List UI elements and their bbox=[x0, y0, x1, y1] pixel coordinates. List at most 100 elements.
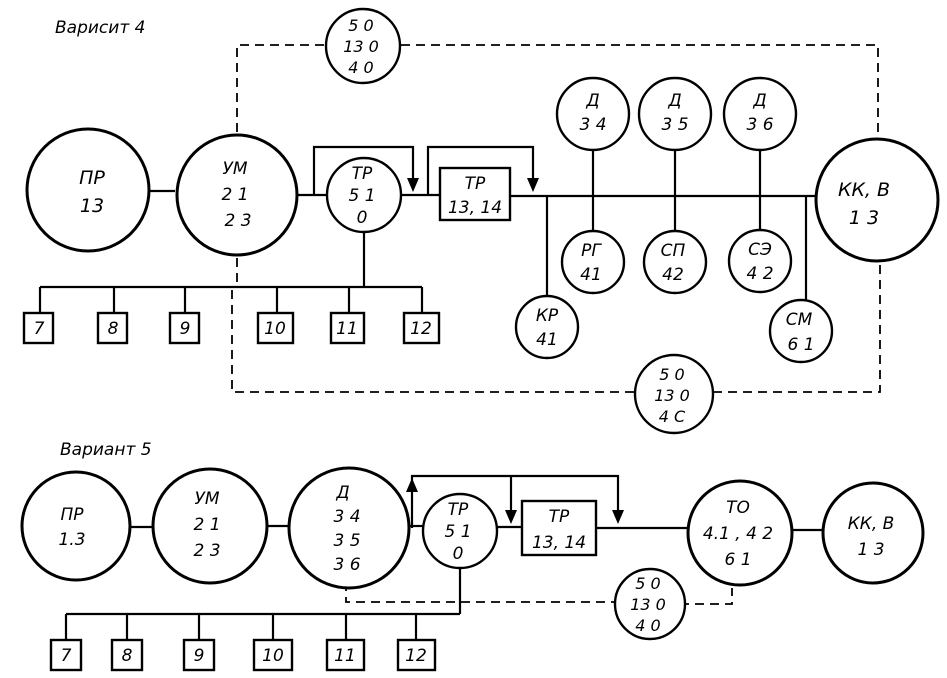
variant4-title: Варисит 4 bbox=[55, 18, 145, 38]
svg-text:41: 41 bbox=[536, 330, 558, 350]
svg-text:СП: СП bbox=[661, 241, 686, 261]
v5-box-stems bbox=[64, 614, 418, 640]
svg-text:3 4: 3 4 bbox=[333, 507, 360, 527]
v4-node-kk: КК, В 1 3 bbox=[814, 137, 940, 263]
v4-box-8: 8 bbox=[96, 311, 129, 345]
svg-text:2 3: 2 3 bbox=[224, 211, 251, 231]
svg-text:3 6: 3 6 bbox=[333, 555, 360, 575]
v4-node-rg: РГ 41 bbox=[560, 229, 626, 295]
svg-text:10: 10 bbox=[264, 319, 286, 339]
v5-node-tr1: ТР 5 1 0 bbox=[421, 492, 499, 570]
v4-box-9: 9 bbox=[168, 311, 201, 345]
v5-node-kk: КК, В 1 3 bbox=[821, 481, 925, 585]
v4-node-d2: Д 3 5 bbox=[637, 76, 713, 152]
svg-text:ПР: ПР bbox=[60, 505, 84, 525]
svg-text:Д: Д bbox=[585, 91, 599, 111]
v4-loop2 bbox=[426, 145, 535, 195]
v4-box-tr2: ТР 13, 14 bbox=[438, 166, 512, 222]
svg-text:41: 41 bbox=[580, 265, 602, 285]
v5-node-d: Д 3 4 3 5 3 6 bbox=[287, 466, 411, 590]
svg-text:12: 12 bbox=[410, 319, 432, 339]
svg-text:13 0: 13 0 bbox=[343, 37, 379, 56]
v4-bottom-note: 5 0 13 0 4 С bbox=[633, 353, 715, 435]
svg-text:4 0: 4 0 bbox=[635, 616, 660, 635]
svg-text:0: 0 bbox=[453, 544, 464, 564]
v4-loop1 bbox=[312, 145, 415, 195]
v4-node-d1: Д 3 4 bbox=[555, 76, 631, 152]
svg-text:УМ: УМ bbox=[194, 489, 219, 509]
v5-node-to: ТО 4.1 , 4 2 6 1 bbox=[686, 479, 794, 587]
svg-text:1 3: 1 3 bbox=[857, 540, 884, 560]
variant5-title: Вариант 5 bbox=[60, 440, 152, 460]
svg-text:СЭ: СЭ bbox=[748, 240, 772, 260]
v5-box-tr2: ТР 13, 14 bbox=[520, 499, 598, 557]
v5-dash-right bbox=[680, 588, 733, 605]
svg-text:9: 9 bbox=[194, 646, 205, 666]
v5-node-pr: ПР 1.3 bbox=[20, 470, 132, 582]
svg-text:13 0: 13 0 bbox=[654, 386, 690, 405]
svg-text:4 0: 4 0 bbox=[348, 58, 373, 77]
svg-text:4 2: 4 2 bbox=[746, 264, 773, 284]
svg-text:5 1: 5 1 bbox=[348, 186, 375, 206]
svg-text:СМ: СМ bbox=[786, 310, 813, 330]
svg-text:Д: Д bbox=[335, 483, 349, 503]
svg-text:7: 7 bbox=[61, 646, 72, 666]
svg-text:1 3: 1 3 bbox=[849, 207, 879, 229]
svg-text:ТР: ТР bbox=[549, 507, 570, 527]
v4-node-pr: ПР 13 bbox=[25, 127, 151, 253]
v5-box-11: 11 bbox=[325, 638, 366, 672]
svg-text:ТО: ТО bbox=[726, 498, 750, 518]
v4-node-d3: Д 3 6 bbox=[722, 76, 798, 152]
svg-text:1.3: 1.3 bbox=[58, 530, 85, 550]
svg-text:6 1: 6 1 bbox=[724, 550, 751, 570]
svg-text:2 1: 2 1 bbox=[193, 515, 220, 535]
v4-bottom-dash-right bbox=[713, 263, 881, 393]
svg-text:РГ: РГ bbox=[581, 241, 602, 261]
svg-text:11: 11 bbox=[334, 646, 356, 666]
svg-text:7: 7 bbox=[34, 319, 45, 339]
v4-node-sm: СМ 6 1 bbox=[768, 298, 834, 364]
svg-text:3 5: 3 5 bbox=[661, 115, 688, 135]
svg-text:2 3: 2 3 bbox=[193, 541, 220, 561]
v4-box-stems bbox=[38, 287, 424, 313]
svg-text:4.1 , 4 2: 4.1 , 4 2 bbox=[703, 524, 773, 544]
svg-text:3 6: 3 6 bbox=[746, 115, 773, 135]
svg-text:13: 13 bbox=[80, 195, 104, 217]
svg-text:42: 42 bbox=[662, 265, 684, 285]
v4-top-dash-right bbox=[401, 44, 879, 140]
v5-node-um: УМ 2 1 2 3 bbox=[151, 467, 269, 585]
v5-dash-left bbox=[345, 582, 615, 603]
v4-node-kr: КР 41 bbox=[514, 294, 580, 360]
v4-top-note: 5 0 13 0 4 0 bbox=[324, 7, 402, 85]
svg-text:3 5: 3 5 bbox=[333, 531, 360, 551]
svg-text:ТР: ТР bbox=[448, 500, 469, 520]
svg-text:13, 14: 13, 14 bbox=[532, 533, 586, 553]
svg-text:9: 9 bbox=[180, 319, 191, 339]
svg-text:5 1: 5 1 bbox=[444, 522, 471, 542]
svg-text:10: 10 bbox=[262, 646, 284, 666]
v4-node-tr1: ТР 5 1 0 bbox=[325, 156, 403, 234]
v4-node-um: УМ 2 1 2 3 bbox=[175, 133, 299, 257]
svg-text:ПР: ПР bbox=[79, 167, 105, 189]
v5-loop-top bbox=[410, 474, 620, 512]
v5-box-9: 9 bbox=[182, 638, 216, 672]
svg-text:Д: Д bbox=[667, 91, 681, 111]
svg-text:12: 12 bbox=[405, 646, 427, 666]
svg-text:13, 14: 13, 14 bbox=[448, 198, 502, 218]
svg-text:5 0: 5 0 bbox=[348, 16, 373, 35]
svg-text:ТР: ТР bbox=[465, 174, 486, 194]
svg-text:КК, В: КК, В bbox=[848, 514, 895, 534]
v4-top-dash-left bbox=[236, 44, 327, 132]
svg-text:Д: Д bbox=[752, 91, 766, 111]
svg-text:ТР: ТР bbox=[352, 164, 373, 184]
svg-text:4 С: 4 С bbox=[659, 407, 686, 426]
v4-box-11: 11 bbox=[329, 311, 366, 345]
v4-node-se: СЭ 4 2 bbox=[727, 228, 793, 294]
svg-text:КК, В: КК, В bbox=[838, 179, 890, 201]
v4-node-sp: СП 42 bbox=[642, 229, 708, 295]
v4-box-7: 7 bbox=[22, 311, 55, 345]
svg-text:КР: КР bbox=[536, 306, 559, 326]
v5-box-10: 10 bbox=[252, 638, 294, 672]
svg-text:13 0: 13 0 bbox=[630, 595, 666, 614]
v4-bottom-dash-left bbox=[231, 290, 635, 393]
